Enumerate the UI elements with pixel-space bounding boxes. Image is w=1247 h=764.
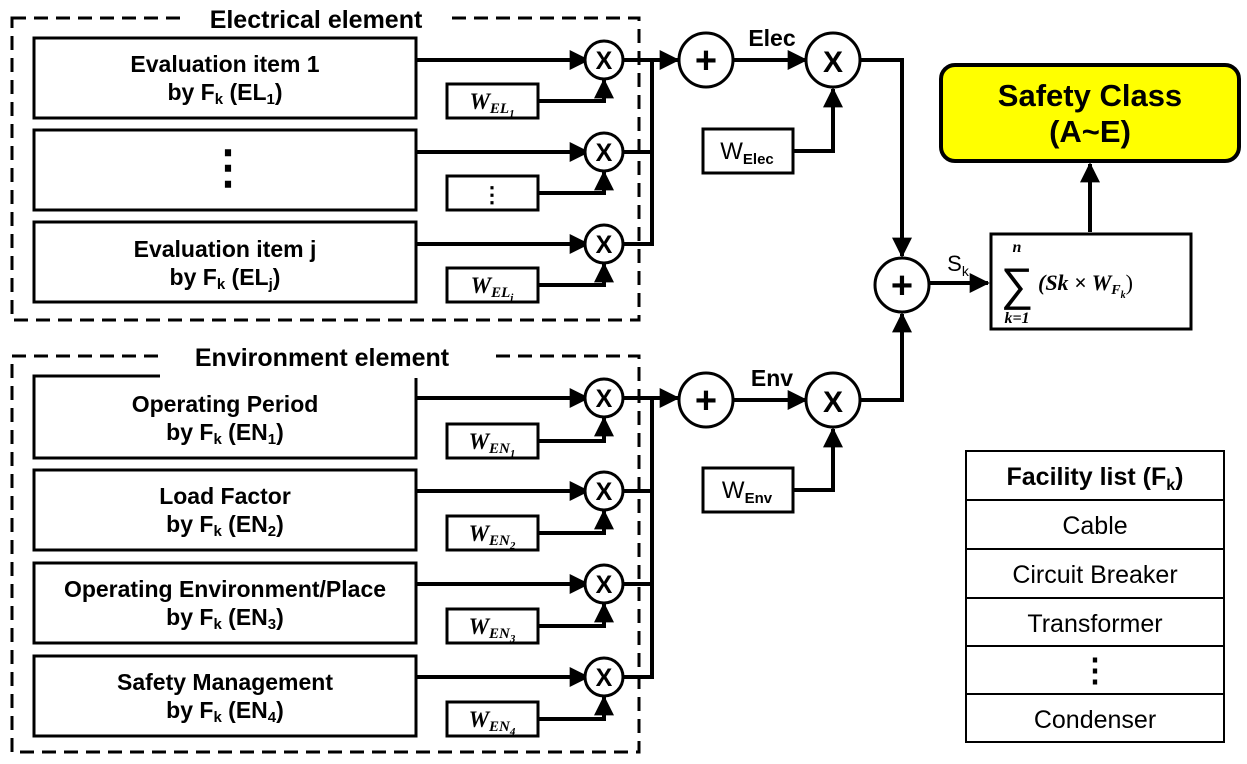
environment-multiply-node: X <box>583 377 625 419</box>
svg-text:X: X <box>596 139 613 167</box>
weight-el-j: WELj <box>471 273 515 304</box>
env-multiply-node: X <box>804 371 862 429</box>
environment-connectors <box>416 388 680 721</box>
total-sum-node: + <box>873 256 931 314</box>
svg-text:+: + <box>695 40 717 82</box>
env-signal-label: Env <box>751 365 793 391</box>
electrical-item-ellipsis: ⋮ <box>205 141 251 193</box>
environment-item-box <box>32 561 418 645</box>
electrical-title-mask <box>180 4 450 34</box>
weight-en-1: WEN1 <box>469 429 516 460</box>
electrical-multiply-node: X <box>583 223 625 265</box>
safety-class-line2: (A~E) <box>1049 114 1131 149</box>
environment-weight-box <box>445 422 540 460</box>
w-elec-box <box>701 127 795 175</box>
svg-text:X: X <box>823 386 843 419</box>
formula-body: (Sk × WFk) <box>1038 270 1133 301</box>
weight-en-2: WEN2 <box>469 521 516 552</box>
svg-text:X: X <box>823 46 843 79</box>
electrical-weight-box <box>445 82 540 120</box>
electrical-connectors <box>416 50 680 287</box>
environment-multiply-node: X <box>583 563 625 605</box>
facility-list-header: Facility list (Fk) <box>1007 463 1184 494</box>
formula-box <box>989 232 1193 331</box>
electrical-item-1-line2: by Fk (EL1) <box>167 79 282 108</box>
electrical-weight-box <box>445 174 540 212</box>
w-env-label: WEnv <box>722 477 773 507</box>
environment-item-2-line1: Load Factor <box>159 483 291 509</box>
svg-text:X: X <box>596 478 613 506</box>
facility-item: Circuit Breaker <box>1012 561 1177 589</box>
environment-title-mask <box>160 342 490 372</box>
svg-text:X: X <box>596 571 613 599</box>
svg-text:X: X <box>596 385 613 413</box>
environment-weight-box <box>445 700 540 738</box>
w-elec-connector <box>793 87 843 153</box>
sk-signal-label: Sk <box>947 251 970 279</box>
elec-sum-node: + <box>677 31 735 89</box>
weight-en-3: WEN3 <box>469 614 516 645</box>
svg-text:+: + <box>695 380 717 422</box>
facility-item: ⋮ <box>1079 652 1111 688</box>
svg-text:X: X <box>596 664 613 692</box>
environment-item-box <box>32 468 418 552</box>
environment-item-box-notch <box>160 372 420 378</box>
safety-class-line1: Safety Class <box>998 78 1182 113</box>
environment-item-1-line1: Operating Period <box>132 391 319 417</box>
facility-item: Cable <box>1062 512 1127 540</box>
environment-item-4-line1: Safety Management <box>117 669 333 695</box>
weight-el-ellipsis: ⋮ <box>481 182 503 207</box>
environment-item-3-line2: by Fk (EN3) <box>166 604 284 633</box>
formula-sum-symbol: ∑ <box>1001 258 1034 310</box>
formula-sum-bottom: k=1 <box>1004 310 1029 327</box>
electrical-weight-box <box>445 266 540 304</box>
environment-multiply-node: X <box>583 656 625 698</box>
environment-item-box <box>32 654 418 738</box>
svg-text:X: X <box>596 231 613 259</box>
facility-item: Transformer <box>1027 610 1162 638</box>
weight-el-1: WEL1 <box>469 89 514 120</box>
environment-item-box <box>32 374 418 460</box>
w-elec-label: WElec <box>720 138 774 168</box>
electrical-group-title: Electrical element <box>210 6 423 34</box>
environment-weight-box <box>445 607 540 645</box>
weight-en-4: WEN4 <box>469 707 516 738</box>
svg-text:X: X <box>596 47 613 75</box>
electrical-item-j-line1: Evaluation item j <box>134 236 317 262</box>
electrical-multiply-node: X <box>583 131 625 173</box>
facility-list-table <box>965 450 1225 743</box>
w-env-connector <box>793 427 843 492</box>
environment-item-4-line2: by Fk (EN4) <box>166 697 284 726</box>
electrical-multiply-node: X <box>583 39 625 81</box>
environment-item-3-line1: Operating Environment/Place <box>64 576 386 602</box>
electrical-item-box <box>32 128 418 212</box>
formula-sum-top: n <box>1013 239 1022 256</box>
electrical-item-box <box>32 36 418 120</box>
facility-item: Condenser <box>1034 706 1156 734</box>
electrical-item-1-line1: Evaluation item 1 <box>130 51 319 77</box>
environment-item-1-line2: by Fk (EN1) <box>166 419 284 448</box>
safety-class-box <box>939 63 1241 163</box>
environment-group-title: Environment element <box>195 344 450 372</box>
electrical-item-box <box>32 220 418 304</box>
elec-signal-label: Elec <box>748 25 796 51</box>
environment-item-2-line2: by Fk (EN2) <box>166 511 284 540</box>
electrical-item-j-line2: by Fk (ELj) <box>170 264 281 293</box>
total-connectors <box>860 58 1100 402</box>
env-sum-node: + <box>677 371 735 429</box>
svg-text:+: + <box>891 265 913 307</box>
elec-multiply-node: X <box>804 31 862 89</box>
environment-multiply-node: X <box>583 470 625 512</box>
